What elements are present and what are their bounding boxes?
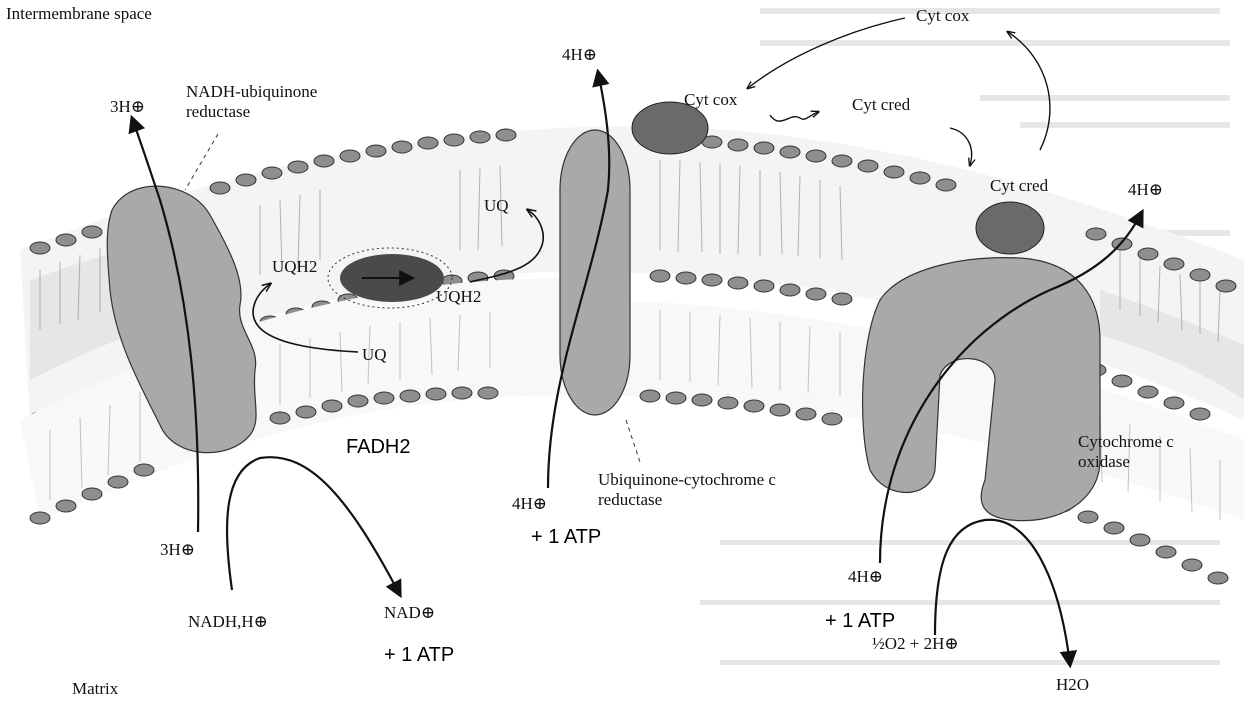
- label-4h-bottom-right: 4H⊕: [848, 567, 883, 587]
- label-4h-top-mid: 4H⊕: [562, 45, 597, 65]
- label-uqh2-left: UQH2: [272, 257, 317, 277]
- label-atp-1: + 1 ATP: [531, 527, 601, 547]
- label-h2o: H2O: [1056, 675, 1089, 695]
- label-fadh2: FADH2: [346, 437, 410, 457]
- label-cyt-cred-right: Cyt cred: [990, 176, 1048, 196]
- label-cytochrome-c-oxidase: Cytochrome c oxidase: [1078, 432, 1198, 472]
- label-atp-3: + 1 ATP: [825, 611, 895, 631]
- label-nadh-ubiquinone-reductase: NADH-ubiquinone reductase: [186, 82, 366, 122]
- label-3h-bottom: 3H⊕: [160, 540, 195, 560]
- label-matrix: Matrix: [72, 679, 118, 699]
- label-uq-bottom: UQ: [362, 345, 387, 365]
- label-4h-bottom-mid: 4H⊕: [512, 494, 547, 514]
- label-intermembrane-space: Intermembrane space: [6, 4, 152, 24]
- label-uq-top: UQ: [484, 196, 509, 216]
- label-cyt-cox-mid: Cyt cox: [684, 90, 737, 110]
- complex-ubiquinone-cytochrome-c-reductase: [560, 130, 630, 415]
- label-3h-top: 3H⊕: [110, 97, 145, 117]
- label-ubiquinone-cytochrome-c-reductase: Ubiquinone-cytochrome c reductase: [598, 470, 838, 510]
- nadh-oxidation-arrow: [227, 457, 400, 595]
- cytochrome-c-sphere-2: [976, 202, 1044, 254]
- label-nad: NAD⊕: [384, 603, 435, 623]
- label-nadh-h: NADH,H⊕: [188, 612, 268, 632]
- label-cyt-cox-top: Cyt cox: [916, 6, 969, 26]
- label-uqh2-right: UQH2: [436, 287, 481, 307]
- label-o2-2h: ½O2 + 2H⊕: [872, 634, 959, 654]
- label-4h-top-right: 4H⊕: [1128, 180, 1163, 200]
- label-cyt-cred-mid: Cyt cred: [852, 95, 910, 115]
- label-atp-2: + 1 ATP: [384, 645, 454, 665]
